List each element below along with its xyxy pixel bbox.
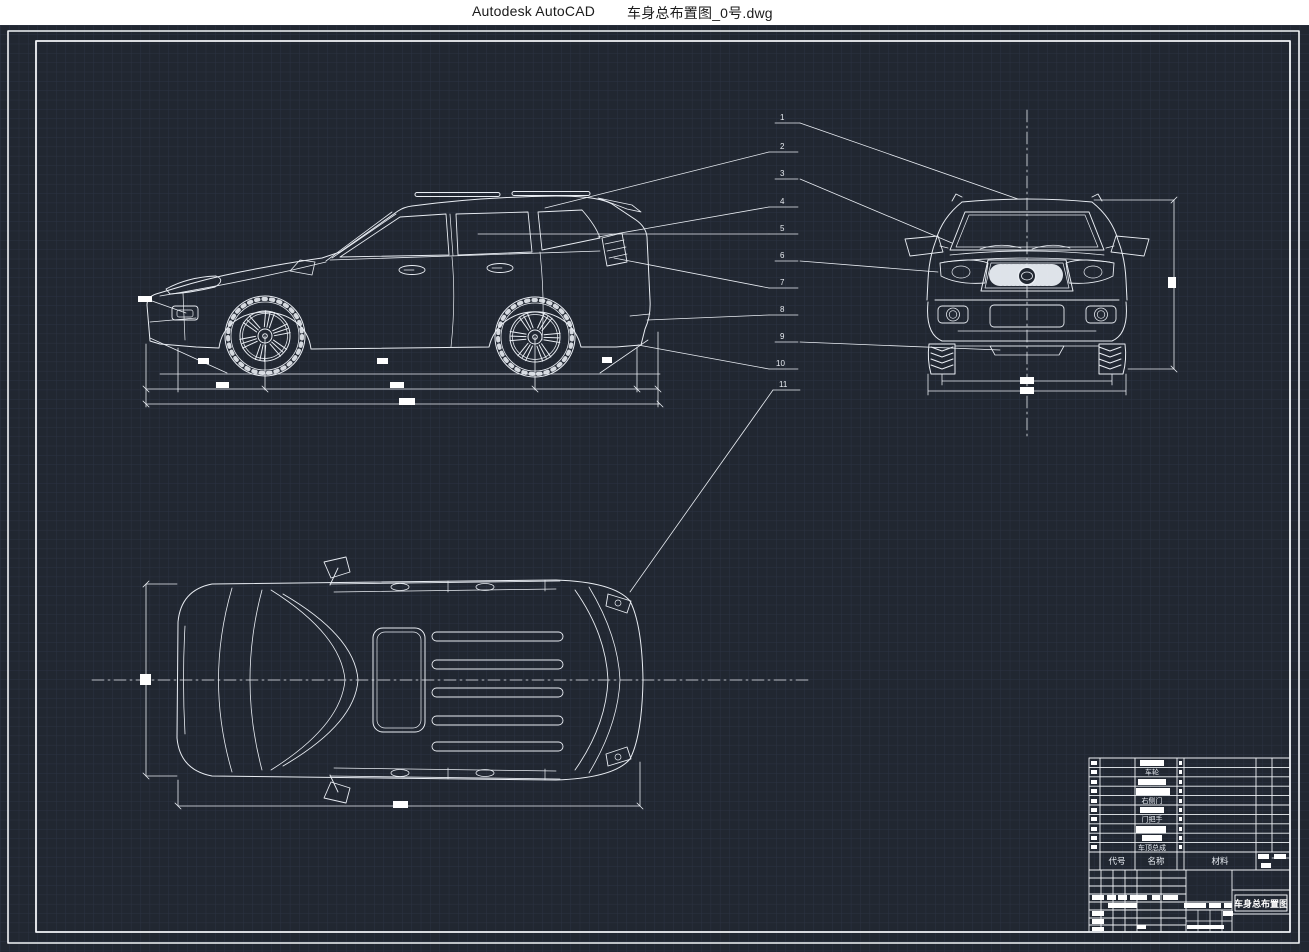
- callout-label: 6: [780, 251, 785, 260]
- drawing-title: 车身总布置图: [1234, 898, 1288, 909]
- callout-label: 7: [780, 278, 785, 287]
- callout-label: 8: [780, 305, 785, 314]
- callout-label: 3: [780, 169, 785, 178]
- callout-label: 5: [780, 224, 785, 233]
- callout-label: 4: [780, 197, 785, 206]
- parts-header-code: 代号: [1108, 856, 1125, 866]
- part-name: 车顶总成: [1138, 843, 1166, 852]
- parts-header-material: 材料: [1211, 856, 1229, 866]
- callout-label: 10: [776, 359, 785, 368]
- canvas-grid: [0, 25, 1309, 952]
- callout-label: 11: [779, 380, 788, 389]
- parts-header-name: 名称: [1147, 856, 1165, 866]
- part-name: 车轮: [1145, 768, 1159, 777]
- callout-label: 2: [780, 142, 785, 151]
- part-name: 右侧门: [1142, 796, 1163, 805]
- callout-label: 1: [780, 113, 785, 122]
- part-name: 门把手: [1142, 815, 1163, 824]
- callout-label: 9: [780, 332, 785, 341]
